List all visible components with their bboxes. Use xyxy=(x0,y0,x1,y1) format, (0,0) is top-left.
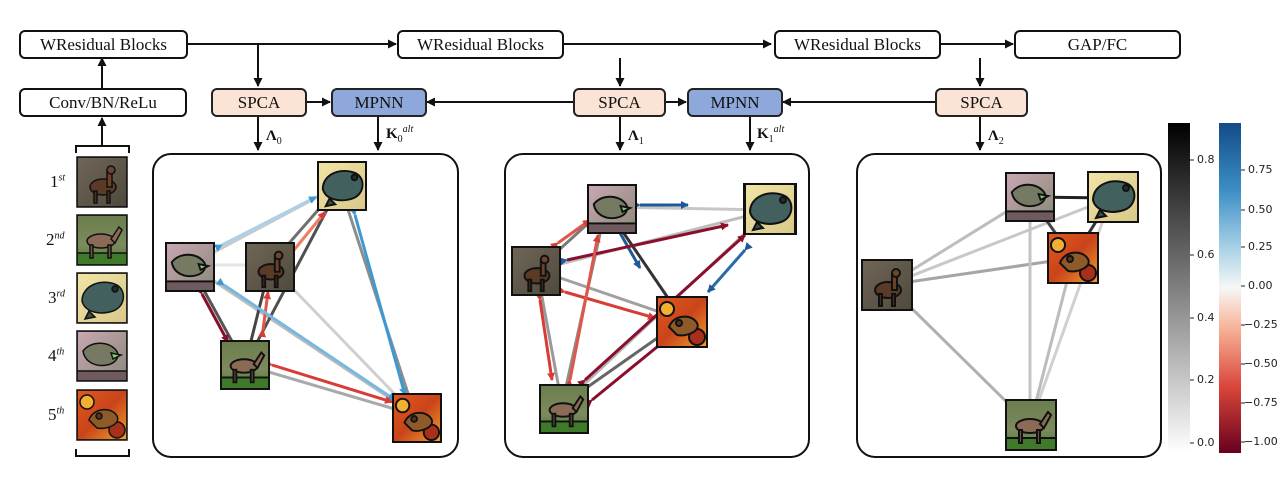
k-alt-1-label: K1alt xyxy=(757,124,785,145)
div-tick-7: −1.00 xyxy=(1244,435,1278,448)
mpnn-block-0: MPNN xyxy=(331,88,427,117)
gray-tick-0: 0.0 xyxy=(1197,436,1215,449)
div-tick-0: 0.75 xyxy=(1248,163,1273,176)
graph-panel-2 xyxy=(856,153,1162,458)
div-tick-5: −0.50 xyxy=(1244,357,1278,370)
input-images xyxy=(76,156,128,441)
lambda-0-label: Λ0 xyxy=(266,128,282,147)
div-tick-4: −0.25 xyxy=(1244,318,1278,331)
ordinal-1: 1st xyxy=(50,172,66,191)
k-alt-0-label: K0alt xyxy=(386,124,414,145)
pipeline-arrows xyxy=(97,39,1014,151)
gap-fc-block: GAP/FC xyxy=(1014,30,1181,59)
colorbar-diverging xyxy=(1219,123,1241,453)
mpnn-block-1: MPNN xyxy=(687,88,783,117)
div-tick-6: −0.75 xyxy=(1244,396,1278,409)
ordinal-4: 4th xyxy=(48,346,65,365)
graph-1-nodes xyxy=(511,183,797,434)
gray-tick-4: 0.8 xyxy=(1197,153,1215,166)
gray-tick-2: 0.4 xyxy=(1197,311,1215,324)
colorbar-gray xyxy=(1168,123,1190,453)
ordinal-5: 5th xyxy=(48,405,65,424)
div-tick-3: 0.00 xyxy=(1248,279,1273,292)
graph-0-nodes xyxy=(165,161,442,443)
spca-block-1: SPCA xyxy=(573,88,666,117)
lambda-2-label: Λ2 xyxy=(988,128,1004,147)
ordinal-2: 2nd xyxy=(46,230,65,249)
div-tick-2: 0.25 xyxy=(1248,240,1273,253)
lambda-1-label: Λ1 xyxy=(628,128,644,147)
conv-bn-relu-block: Conv/BN/ReLu xyxy=(19,88,187,117)
gray-tick-3: 0.6 xyxy=(1197,248,1215,261)
spca-block-0: SPCA xyxy=(211,88,307,117)
gray-tick-1: 0.2 xyxy=(1197,373,1215,386)
ordinal-3: 3rd xyxy=(48,288,66,307)
wresidual-block-3: WResidual Blocks xyxy=(774,30,941,59)
colorbar-tick-marks xyxy=(1190,159,1245,444)
wresidual-block-1: WResidual Blocks xyxy=(19,30,188,59)
input-bracket xyxy=(75,145,130,457)
graph-2-nodes xyxy=(861,171,1139,451)
wresidual-block-2: WResidual Blocks xyxy=(397,30,564,59)
spca-block-2: SPCA xyxy=(935,88,1028,117)
div-tick-1: 0.50 xyxy=(1248,203,1273,216)
